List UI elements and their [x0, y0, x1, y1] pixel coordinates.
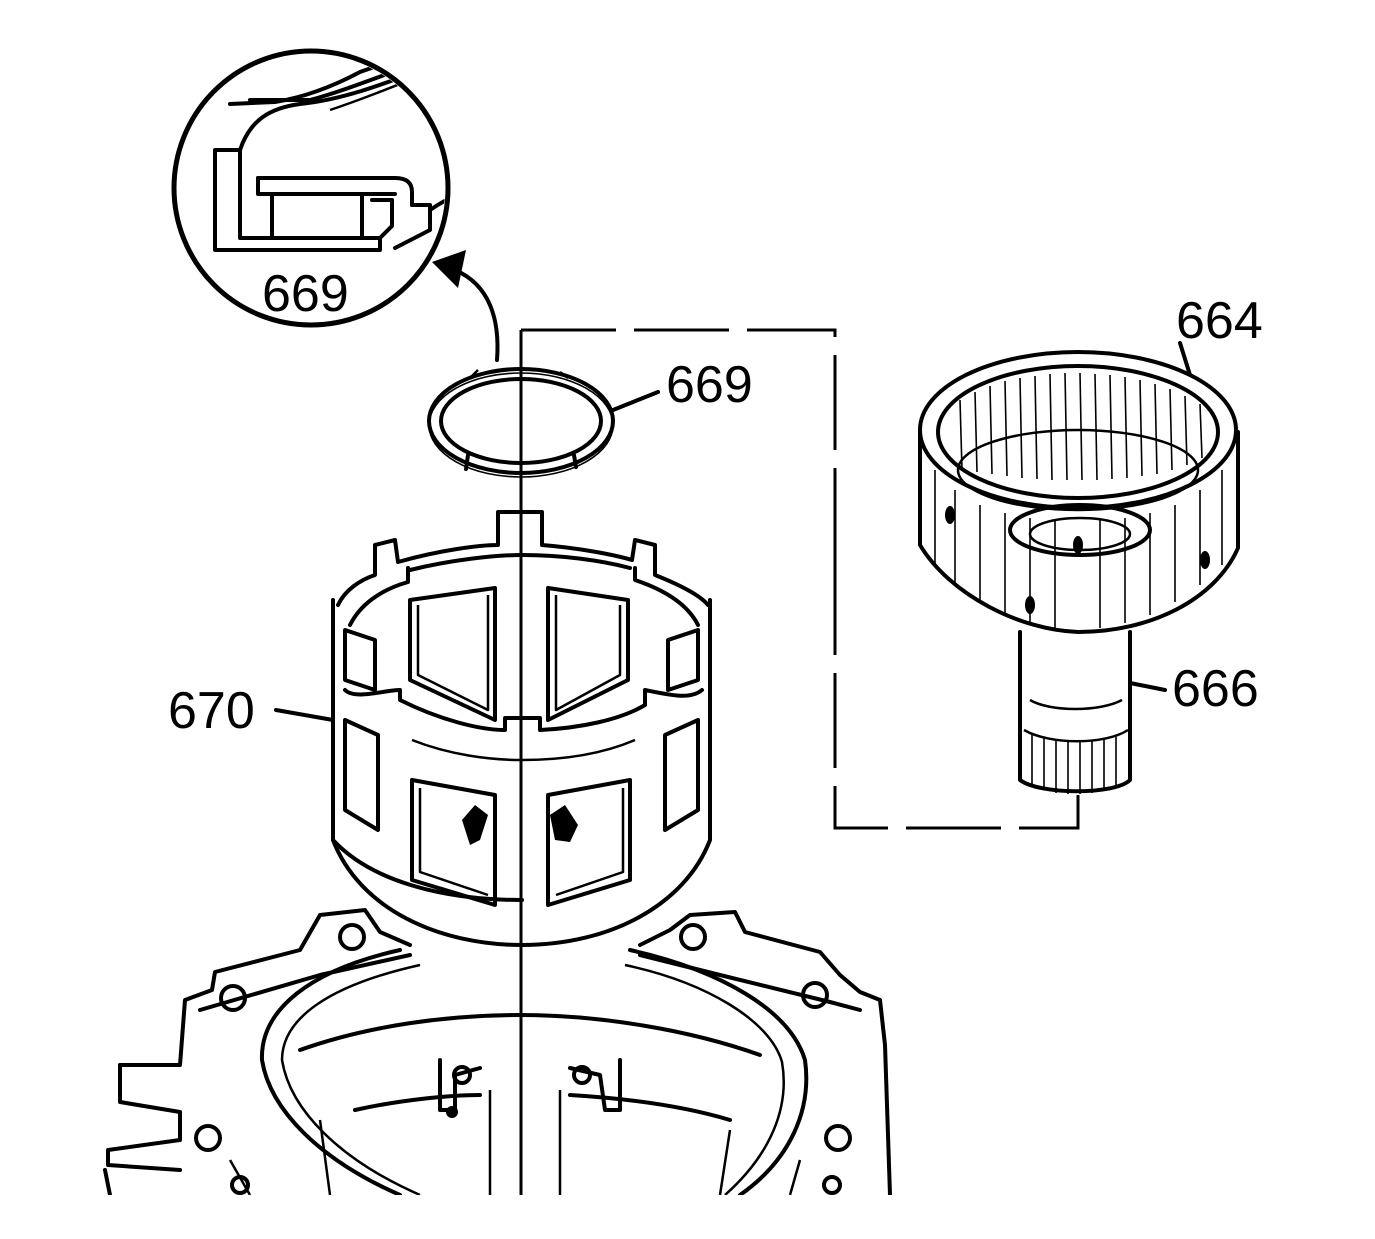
assembly-centerline — [519, 328, 1080, 1195]
detail-view-snap-ring-profile: 669 — [171, 48, 451, 328]
detail-arrow — [432, 250, 500, 362]
callout-669: 669 — [666, 356, 753, 414]
callout-666: 666 — [1172, 660, 1259, 718]
transmission-case — [103, 908, 892, 1197]
reaction-drum-assembly: 666 664 — [918, 292, 1263, 794]
snap-ring: 669 — [427, 356, 753, 478]
gear-teeth-icon — [462, 805, 488, 845]
callout-664: 664 — [1176, 292, 1263, 350]
detail-callout-669: 669 — [262, 265, 349, 323]
sun-gear-shell: 670 — [168, 510, 712, 947]
bottom-margin — [0, 1195, 1375, 1239]
gear-teeth-icon — [550, 805, 578, 842]
callout-670: 670 — [168, 682, 255, 740]
arrow-head-icon — [432, 250, 466, 288]
